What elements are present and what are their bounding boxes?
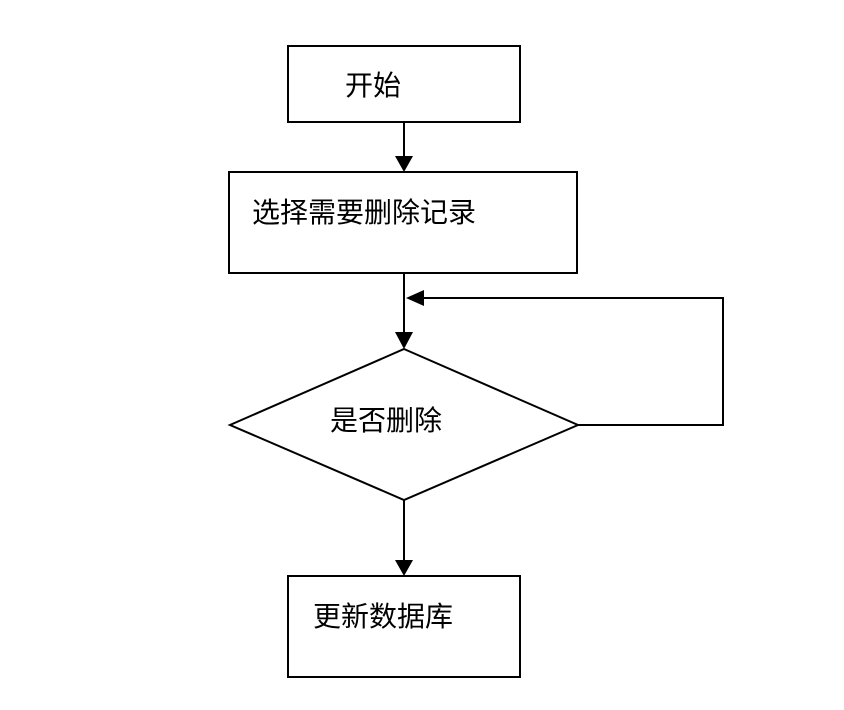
select-records-label: 选择需要删除记录 [252,196,476,229]
update-database-label: 更新数据库 [313,600,453,633]
arrow-loop-back [406,290,724,426]
select-records-node: 选择需要删除记录 [228,171,578,274]
arrow-decision-to-update [395,500,413,576]
arrow-start-to-select [395,122,413,172]
start-label: 开始 [345,69,401,102]
confirm-delete-label: 是否删除 [330,404,442,437]
confirm-delete-decision: 是否删除 [227,347,581,502]
update-database-node: 更新数据库 [287,575,521,678]
start-node: 开始 [287,45,521,123]
arrow-select-to-decision [395,273,413,349]
